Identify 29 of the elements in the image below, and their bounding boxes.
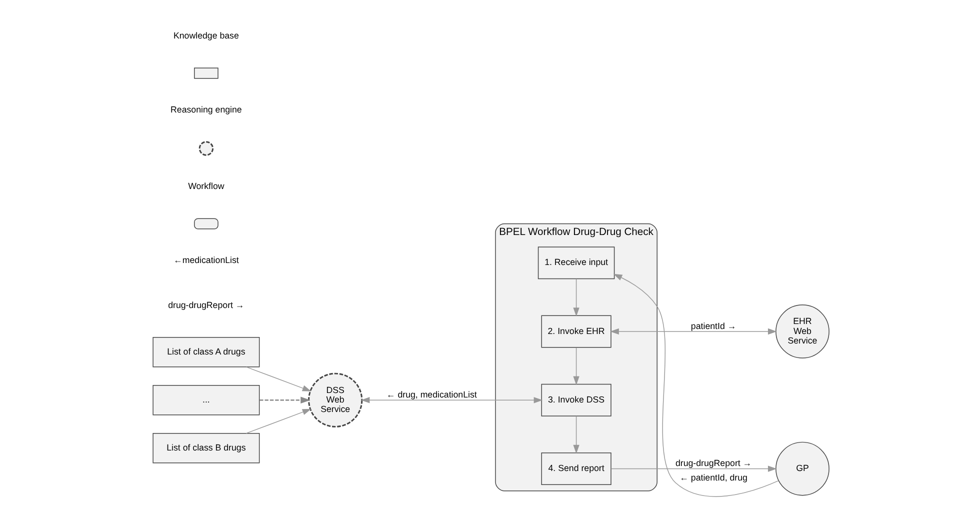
arrow xyxy=(572,347,579,386)
node-box: List of class A drugs xyxy=(152,337,260,368)
arrow xyxy=(245,408,311,434)
arrow xyxy=(572,416,579,454)
node-circle: GP xyxy=(775,442,829,496)
arrow xyxy=(259,396,310,404)
arrow xyxy=(360,397,542,404)
node-box: 2. Invoke EHR xyxy=(540,315,611,348)
node-box: 1. Receive input xyxy=(537,246,614,280)
edge-label: ← drug, medicationList xyxy=(386,390,476,400)
arrow xyxy=(572,278,579,317)
node-box: 3. Invoke DSS xyxy=(540,384,611,416)
arrow xyxy=(610,328,776,335)
legend-label: Workflow xyxy=(188,181,224,192)
node-box: ... xyxy=(152,385,260,416)
node-box: 4. Send report xyxy=(540,452,611,485)
arrow xyxy=(612,274,778,497)
arrow xyxy=(245,366,311,392)
node-box: List of class B drugs xyxy=(152,432,260,464)
node-circle: DSS Web Service xyxy=(308,372,362,428)
label: drug-drugReport → xyxy=(168,300,244,310)
arrow xyxy=(610,466,776,472)
edge-label: patientId → xyxy=(690,320,736,331)
label: ←medicationList xyxy=(173,254,238,265)
node-circle: EHR Web Service xyxy=(775,304,829,358)
legend-label: Reasoning engine xyxy=(170,104,242,114)
legend-label: Knowledge base xyxy=(172,30,238,41)
edge-label: ← patientId, drug xyxy=(679,472,747,482)
edge-label: drug-drugReport → xyxy=(674,458,752,468)
